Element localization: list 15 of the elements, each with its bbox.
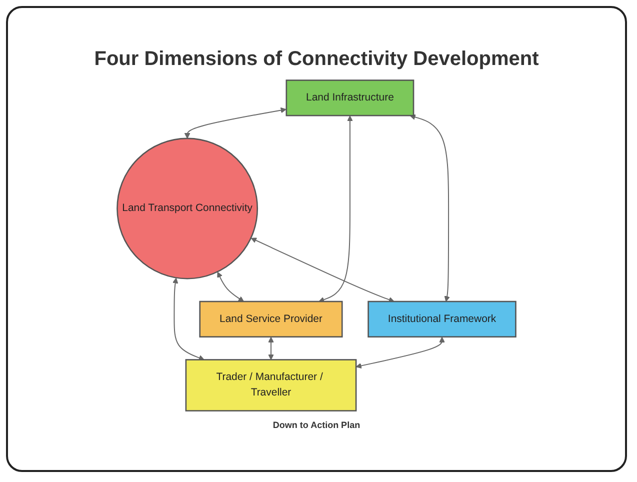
process-box: Land Service Provider xyxy=(199,300,343,338)
circle-node: Land Transport Connectivity xyxy=(116,138,258,280)
note: Down to Action Plan xyxy=(272,420,360,430)
double-arrow xyxy=(318,116,353,302)
double-arrow xyxy=(268,336,274,360)
double-arrow xyxy=(172,278,204,361)
double-arrow xyxy=(410,114,450,302)
process-box: Institutional Framework xyxy=(368,300,516,338)
process-box: Land Infrastructure xyxy=(286,80,414,116)
double-arrow xyxy=(184,107,286,139)
double-arrow xyxy=(217,272,244,302)
process-box: Trader / Manufacturer / Traveller xyxy=(185,359,357,412)
title: Four Dimensions of Connectivity Development xyxy=(94,48,539,71)
double-arrow xyxy=(250,238,394,302)
double-arrow xyxy=(356,336,445,369)
